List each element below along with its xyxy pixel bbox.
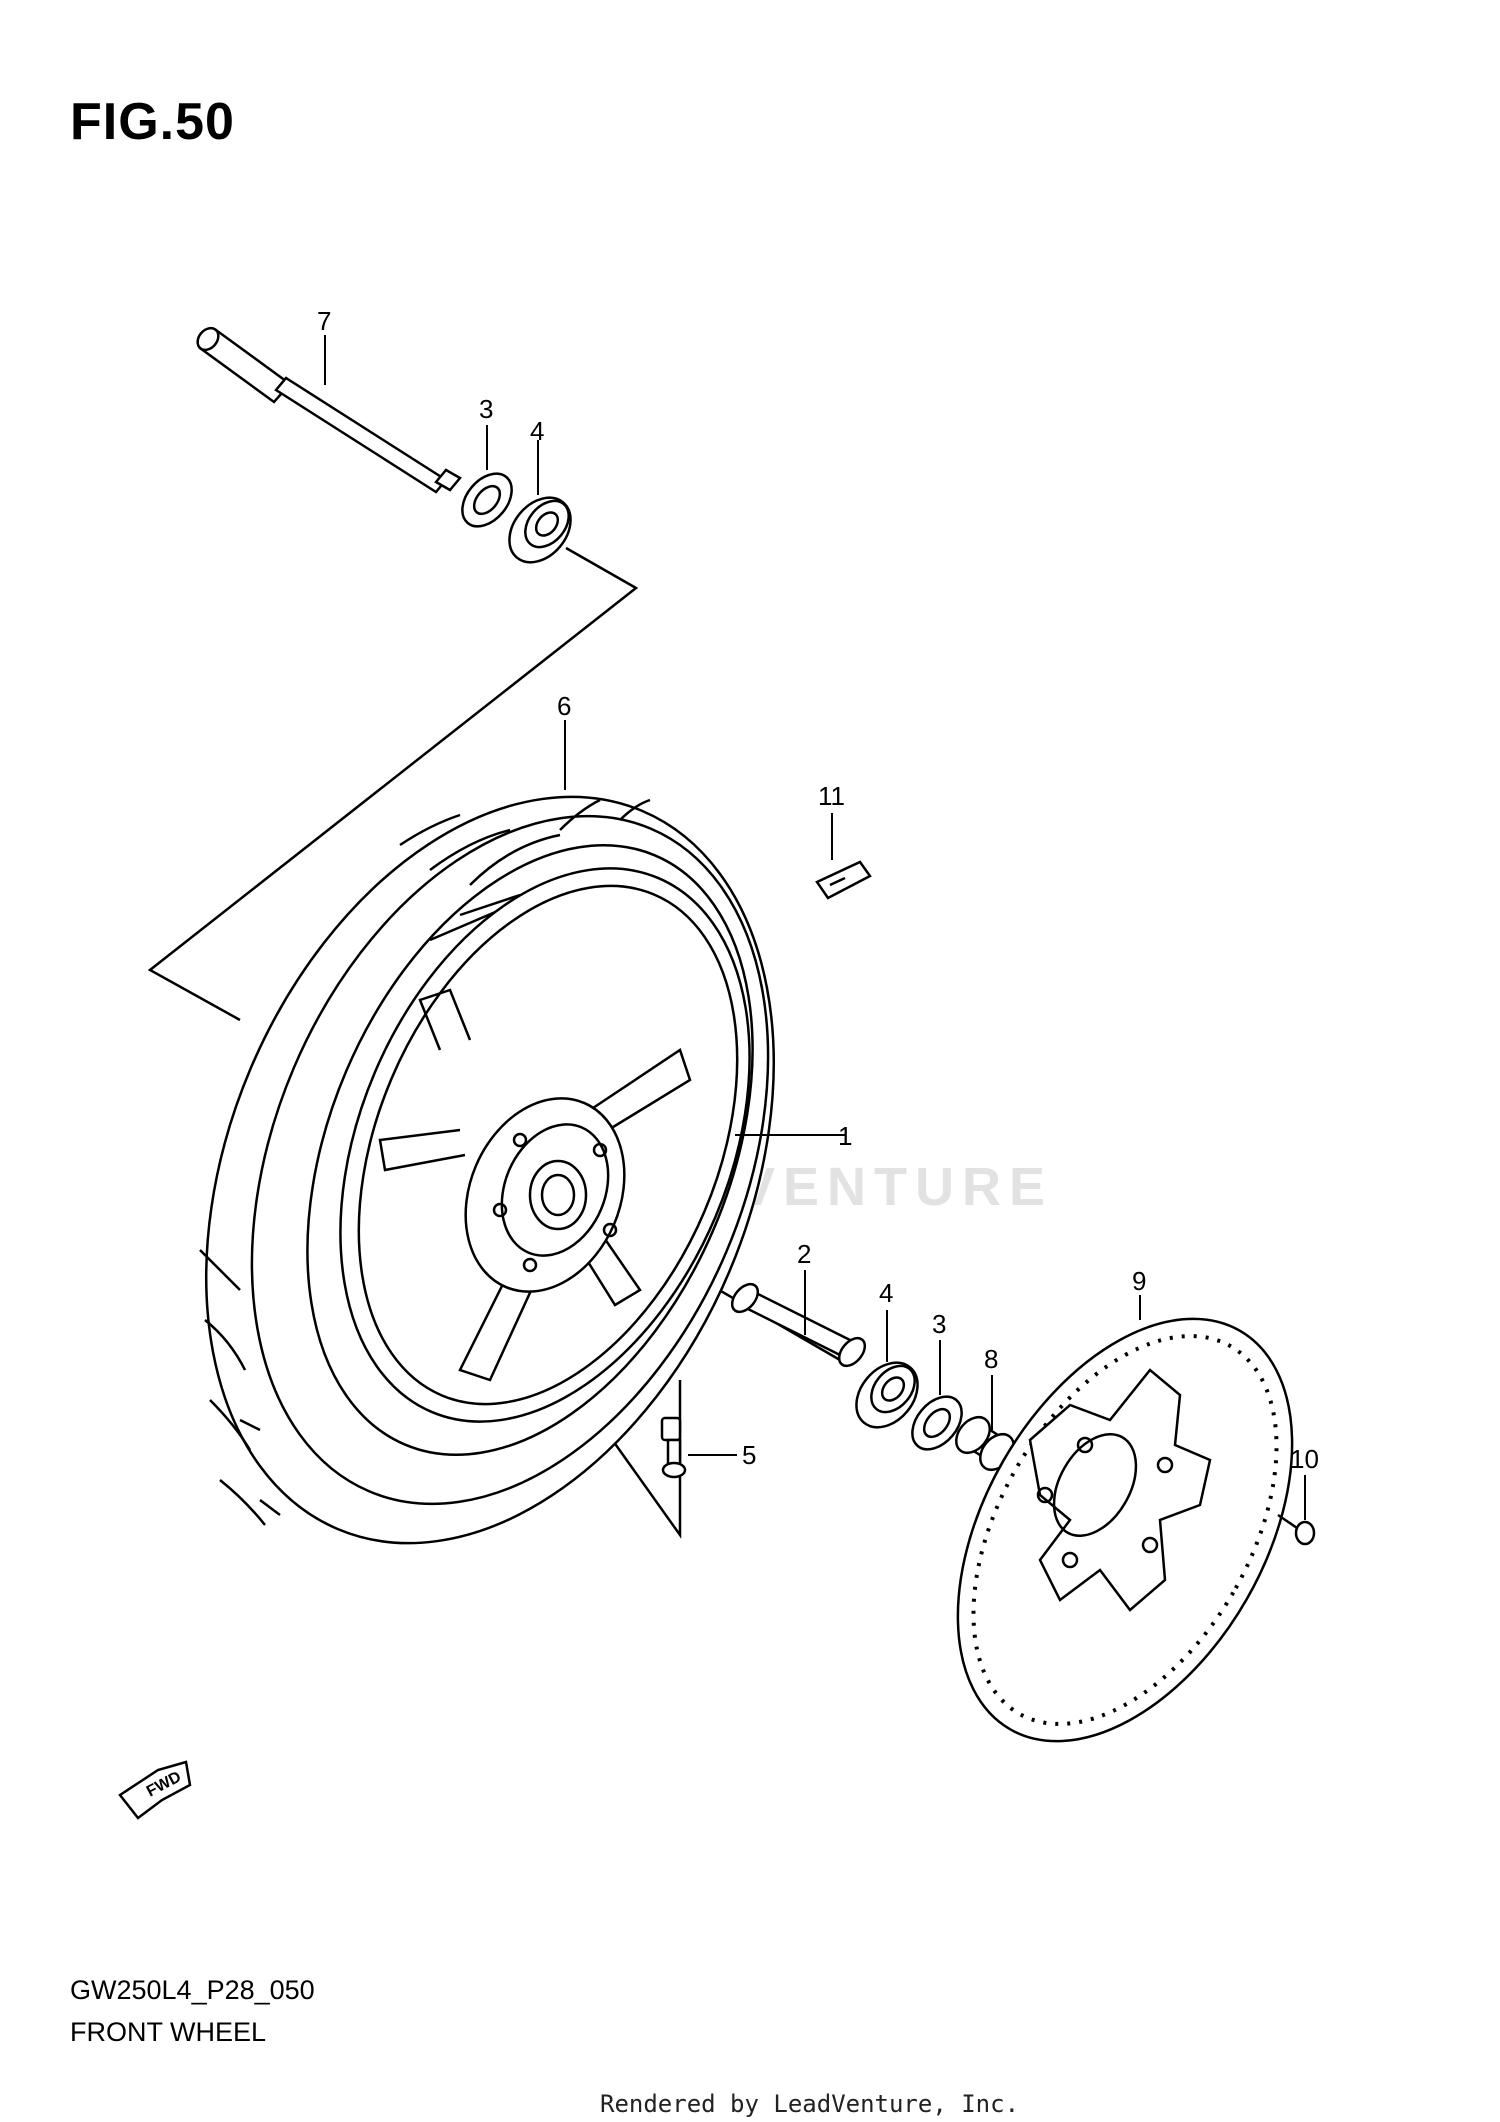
oil-seal-upper[interactable] [452, 464, 521, 536]
callout-1: 1 [838, 1121, 852, 1151]
callout-7: 7 [317, 306, 331, 336]
callout-9: 9 [1132, 1266, 1146, 1296]
diagram-caption: FRONT WHEEL [70, 2017, 267, 2047]
leader-lines [324, 335, 1306, 1520]
fwd-arrow-icon: FWD [118, 1760, 192, 1820]
callout-3-lower: 3 [932, 1309, 946, 1339]
callout-4-lower: 4 [879, 1278, 893, 1308]
oil-seal-lower[interactable] [902, 1387, 971, 1459]
bolt-part[interactable] [1277, 1513, 1316, 1546]
figure-title: FIG.50 [70, 93, 235, 151]
callout-5: 5 [742, 1440, 756, 1470]
brake-disc-part[interactable] [889, 1261, 1361, 1799]
axle-part[interactable] [193, 324, 462, 494]
bearing-upper[interactable] [497, 486, 583, 575]
callout-3-upper: 3 [479, 394, 493, 424]
diagram-code: GW250L4_P28_050 [70, 1975, 315, 2005]
callout-labels: 7 3 4 6 11 1 2 4 3 8 9 5 10 [317, 306, 1319, 1474]
balancer-part[interactable] [815, 860, 872, 900]
wheel-part[interactable] [261, 806, 828, 1484]
callout-8: 8 [984, 1344, 998, 1374]
footer-credit: Rendered by LeadVenture, Inc. [600, 2090, 1020, 2118]
callout-11: 11 [818, 781, 845, 811]
bearing-lower[interactable] [844, 1351, 930, 1440]
spacer-part[interactable] [727, 1279, 870, 1370]
callout-6: 6 [557, 691, 571, 721]
callout-10: 10 [1290, 1444, 1319, 1474]
callout-2: 2 [797, 1239, 811, 1269]
callout-4-upper: 4 [530, 416, 544, 446]
valve-part[interactable] [660, 1416, 687, 1479]
